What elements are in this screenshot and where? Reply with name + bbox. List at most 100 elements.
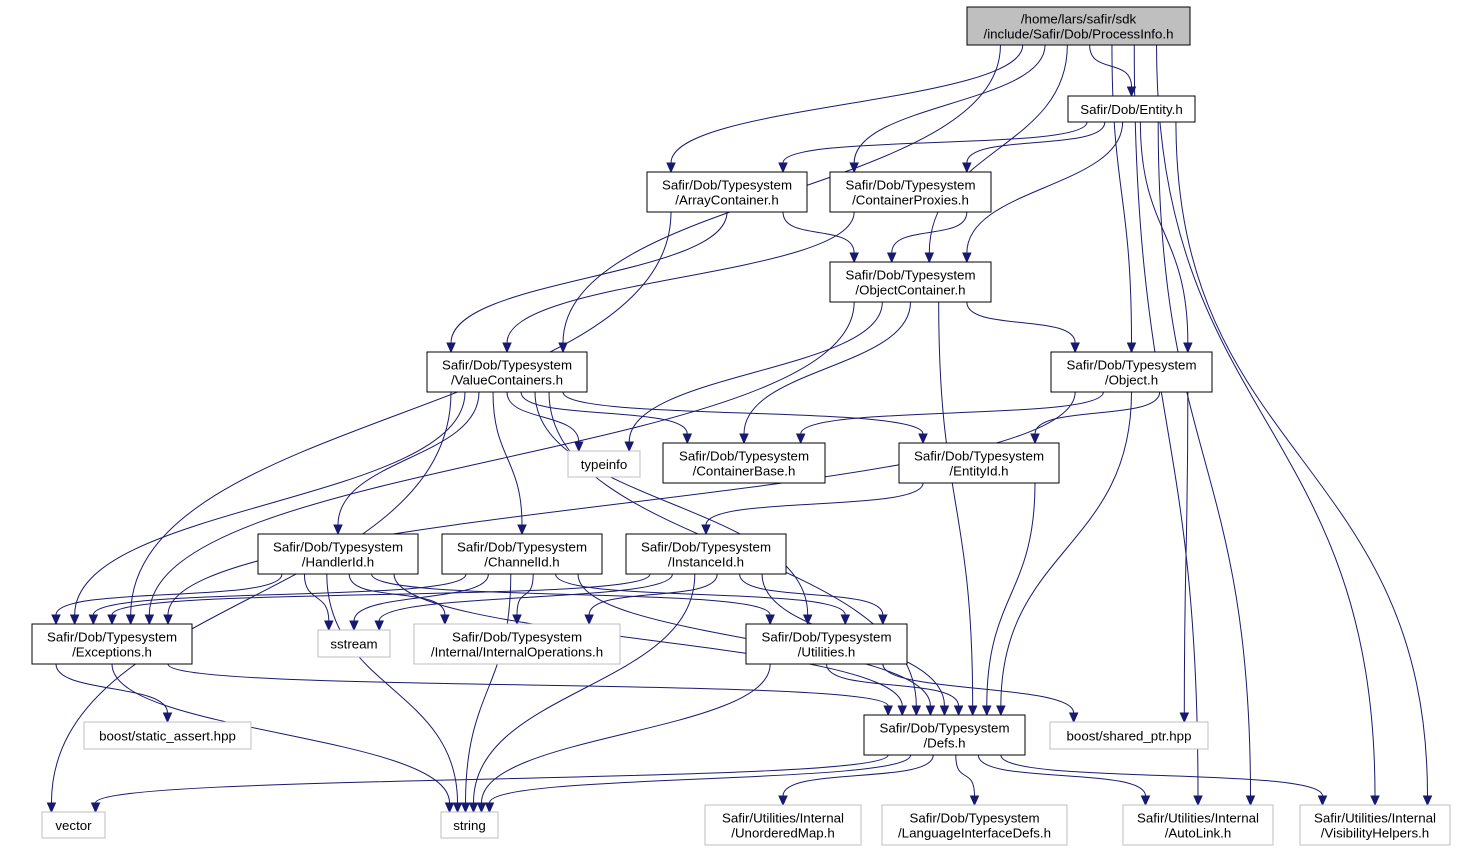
- arrowhead: [144, 614, 155, 626]
- edge-line: [55, 573, 283, 616]
- arrowhead: [512, 614, 522, 626]
- node-exceptions[interactable]: Safir/Dob/Typesystem/Exceptions.h: [31, 623, 193, 665]
- edge-valuecontainers-to-containerbase: [520, 391, 693, 445]
- node-label: /Internal/InternalOperations.h: [431, 645, 603, 660]
- node-channelid[interactable]: Safir/Dob/Typesystem/ChannelId.h: [441, 533, 603, 575]
- edge-line: [1183, 391, 1189, 714]
- node-label: /HandlerId.h: [302, 555, 374, 570]
- arrowhead: [1140, 795, 1151, 807]
- node-label: Safir/Dob/Typesystem: [761, 630, 891, 645]
- edge-handlerid-to-exceptions: [51, 573, 283, 626]
- node-defs[interactable]: Safir/Dob/Typesystem/Defs.h: [863, 714, 1026, 756]
- node-label: /Exceptions.h: [72, 645, 152, 660]
- node-arraycontainer[interactable]: Safir/Dob/Typesystem/ArrayContainer.h: [646, 171, 808, 213]
- arrowhead: [962, 252, 972, 264]
- edge-line: [488, 754, 912, 804]
- node-containerbase[interactable]: Safir/Dob/Typesystem/ContainerBase.h: [662, 442, 826, 484]
- edge-line: [506, 391, 580, 443]
- node-label: Safir/Dob/Typesystem: [442, 358, 572, 373]
- edge-line: [670, 44, 1024, 164]
- arrowhead: [460, 802, 471, 814]
- edge-line: [891, 211, 968, 254]
- arrowhead: [1183, 342, 1193, 354]
- node-processinfo[interactable]: /home/lars/safir/sdk/include/Safir/Dob/P…: [966, 6, 1191, 46]
- edge-exceptions-to-staticassert: [55, 663, 173, 724]
- edge-line: [1089, 44, 1132, 88]
- node-label: Safir/Dob/Typesystem: [457, 540, 587, 555]
- edge-defs-to-vector: [90, 754, 889, 814]
- node-object[interactable]: Safir/Dob/Typesystem/Object.h: [1050, 351, 1213, 393]
- arrowhead: [349, 620, 359, 632]
- edge-line: [555, 573, 846, 616]
- edge-line: [1000, 391, 1132, 707]
- edge-channelid-to-exceptions: [88, 573, 467, 626]
- edge-entity-to-visibilityhelpers: [1175, 121, 1433, 807]
- node-label: boost/static_assert.hpp: [99, 729, 236, 744]
- node-label: Safir/Dob/Typesystem: [909, 811, 1039, 826]
- node-label: /ValueContainers.h: [451, 373, 563, 388]
- arrowhead: [324, 620, 334, 632]
- node-label: /ObjectContainer.h: [855, 283, 965, 298]
- node-label: Safir/Utilities/Internal: [1137, 811, 1259, 826]
- node-handlerid[interactable]: Safir/Dob/Typesystem/HandlerId.h: [257, 533, 419, 575]
- edge-line: [739, 573, 884, 616]
- node-box: [567, 450, 641, 478]
- node-label: Safir/Utilities/Internal: [722, 811, 844, 826]
- edge-line: [353, 573, 489, 622]
- edge-processinfo-to-visibilityhelpers: [1156, 44, 1380, 807]
- node-box: [317, 629, 391, 658]
- edge-entity-to-containerproxies: [962, 121, 1106, 174]
- edge-instanceid-to-internalops: [584, 573, 718, 626]
- node-label: Safir/Dob/Typesystem: [879, 721, 1009, 736]
- edge-valuecontainers-to-exceptions: [69, 391, 466, 626]
- edge-valuecontainers-to-handlerid: [333, 391, 480, 536]
- edge-processinfo-to-containerproxies: [849, 44, 1046, 174]
- arrowhead: [918, 433, 928, 445]
- arrowhead: [1030, 433, 1040, 445]
- arrowhead: [574, 441, 584, 453]
- arrowhead: [840, 614, 851, 626]
- node-label: /ContainerBase.h: [693, 464, 796, 479]
- node-box: [413, 623, 621, 665]
- arrowhead: [778, 162, 788, 174]
- edge-entityid-to-instanceid: [701, 482, 924, 536]
- node-box: [662, 442, 826, 484]
- node-box: [1122, 804, 1274, 846]
- edge-exceptions-to-string: [111, 663, 455, 814]
- node-box: [41, 811, 106, 839]
- arrowhead: [163, 614, 173, 626]
- edge-defs-to-visibilityhelpers: [1000, 754, 1328, 807]
- node-label: /VisibilityHelpers.h: [1321, 826, 1429, 841]
- node-utilities[interactable]: Safir/Dob/Typesystem/Utilities.h: [745, 623, 908, 665]
- node-entity[interactable]: Safir/Dob/Entity.h: [1067, 95, 1196, 123]
- node-box: [1299, 804, 1451, 846]
- node-instanceid[interactable]: Safir/Dob/Typesystem/InstanceId.h: [625, 533, 787, 575]
- node-box: [745, 623, 908, 665]
- edge-objectcontainer-to-defs: [938, 301, 978, 717]
- edge-valuecontainers-to-entityid: [562, 391, 928, 445]
- arrowhead: [584, 614, 594, 626]
- edge-channelid-to-string: [460, 573, 512, 814]
- node-label: Safir/Dob/Typesystem: [47, 630, 177, 645]
- arrowhead: [883, 705, 893, 717]
- edge-processinfo-to-arraycontainer: [666, 44, 1024, 174]
- arrowhead: [778, 795, 788, 807]
- edge-line: [705, 482, 924, 526]
- node-containerproxies[interactable]: Safir/Dob/Typesystem/ContainerProxies.h: [829, 171, 992, 213]
- node-label: /LanguageInterfaceDefs.h: [898, 826, 1051, 841]
- edge-line: [928, 44, 1068, 254]
- node-valuecontainers[interactable]: Safir/Dob/Typesystem/ValueContainers.h: [426, 351, 588, 393]
- edge-utilities-to-sharedptr: [882, 663, 1079, 724]
- node-label: Safir/Dob/Typesystem: [845, 268, 975, 283]
- edge-object-to-defs: [996, 391, 1132, 717]
- arrowhead: [897, 705, 908, 717]
- node-objectcontainer[interactable]: Safir/Dob/Typesystem/ObjectContainer.h: [829, 261, 992, 303]
- edge-line: [393, 573, 903, 707]
- node-typeinfo: typeinfo: [567, 450, 641, 478]
- arrowhead: [333, 524, 343, 536]
- arrowhead: [1193, 795, 1203, 807]
- node-entityid[interactable]: Safir/Dob/Typesystem/EntityId.h: [898, 442, 1060, 484]
- arrowhead: [374, 620, 384, 632]
- edge-line: [743, 301, 911, 435]
- node-box: [257, 533, 419, 575]
